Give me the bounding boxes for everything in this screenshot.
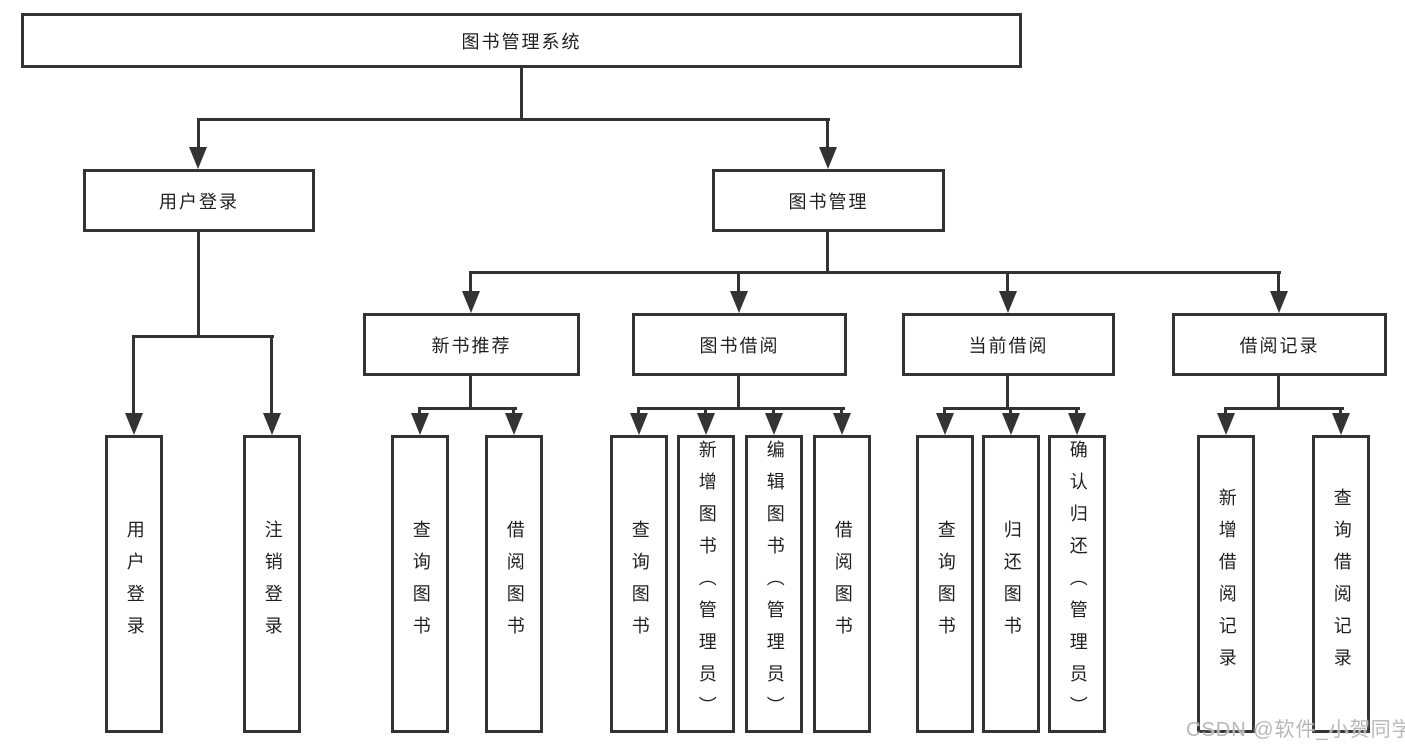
connector-vline [1224,407,1227,417]
connector-vline [943,407,946,417]
node-leaf-query-borrow-record: 查询借阅记录 [1312,435,1370,733]
connector-vline [197,232,200,335]
csdn-watermark: CSDN @软件_小贺同学 [1186,719,1405,741]
connector-vline [826,232,829,271]
connector-vline [637,407,640,417]
node-label: 确认归还（管理员） [1067,440,1088,728]
connector-hline [1224,407,1344,410]
connector-vline [270,335,273,415]
node-label: 用户登录 [124,520,145,648]
connector-vline [1006,376,1009,407]
node-leaf-logout: 注销登录 [243,435,301,733]
arrowhead-down-icon [999,291,1017,313]
node-label: 当前借阅 [968,335,1049,356]
node-leaf-return-books: 归还图书 [982,435,1040,733]
arrowhead-down-icon [697,413,715,435]
node-label: 查询借阅记录 [1331,488,1352,680]
arrowhead-down-icon [125,413,143,435]
node-leaf-user-login: 用户登录 [105,435,163,733]
node-label: 归还图书 [1001,520,1022,648]
connector-hline [418,407,517,410]
connector-vline [1075,407,1078,417]
connector-vline [1009,407,1012,417]
arrowhead-down-icon [1270,291,1288,313]
connector-vline [469,376,472,407]
node-leaf-add-borrow-record: 新增借阅记录 [1197,435,1255,733]
connector-vline [520,68,523,118]
connector-vline [737,271,740,295]
node-leaf-query-books-borrowing: 查询图书 [610,435,668,733]
node-label: 借阅记录 [1239,335,1320,356]
connector-vline [826,118,829,151]
connector-vline [1339,407,1342,417]
arrowhead-down-icon [819,147,837,169]
connector-vline [512,407,515,417]
arrowhead-down-icon [462,291,480,313]
arrowhead-down-icon [730,291,748,313]
node-label: 新书推荐 [431,335,512,356]
connector-vline [840,407,843,417]
node-label: 查询图书 [935,520,956,648]
node-label: 新增借阅记录 [1216,488,1237,680]
node-label: 图书借阅 [699,335,780,356]
node-leaf-confirm-return-admin: 确认归还（管理员） [1048,435,1106,733]
node-leaf-add-books-admin: 新增图书（管理员） [677,435,735,733]
connector-hline [132,335,274,338]
node-book-management: 图书管理 [712,169,945,232]
arrowhead-down-icon [263,413,281,435]
node-label: 用户登录 [159,191,239,212]
node-leaf-borrow-books: 借阅图书 [813,435,871,733]
connector-hline [469,271,1281,274]
arrowhead-down-icon [1217,413,1235,435]
connector-vline [469,271,472,295]
connector-vline [1277,271,1280,295]
arrowhead-down-icon [1332,413,1350,435]
connector-vline [1277,376,1280,407]
node-leaf-query-books-current: 查询图书 [916,435,974,733]
node-label: 借阅图书 [504,520,525,648]
node-new-book-recommend: 新书推荐 [363,313,580,376]
arrowhead-down-icon [630,413,648,435]
arrowhead-down-icon [1068,413,1086,435]
connector-vline [197,118,200,151]
arrowhead-down-icon [189,147,207,169]
arrowhead-down-icon [411,413,429,435]
node-borrow-records: 借阅记录 [1172,313,1387,376]
node-label: 编辑图书（管理员） [764,440,785,728]
connector-vline [737,376,740,407]
connector-vline [704,407,707,417]
arrowhead-down-icon [765,413,783,435]
connector-vline [1006,271,1009,295]
node-label: 图书管理 [788,191,869,212]
arrowhead-down-icon [833,413,851,435]
node-current-borrowing: 当前借阅 [902,313,1115,376]
node-label: 注销登录 [262,520,283,648]
node-library-system: 图书管理系统 [21,13,1022,68]
connector-hline [637,407,845,410]
connector-vline [132,335,135,415]
arrowhead-down-icon [505,413,523,435]
node-label: 图书管理系统 [461,31,582,52]
connector-hline [197,118,830,121]
node-leaf-query-books-recommend: 查询图书 [391,435,449,733]
node-user-login: 用户登录 [83,169,315,232]
node-label: 查询图书 [629,520,650,648]
node-label: 借阅图书 [832,520,853,648]
node-book-borrowing: 图书借阅 [632,313,847,376]
node-label: 查询图书 [410,520,431,648]
node-leaf-edit-books-admin: 编辑图书（管理员） [745,435,803,733]
connector-vline [418,407,421,417]
arrowhead-down-icon [936,413,954,435]
node-label: 新增图书（管理员） [696,440,717,728]
arrowhead-down-icon [1002,413,1020,435]
connector-vline [772,407,775,417]
node-leaf-borrow-books-recommend: 借阅图书 [485,435,543,733]
